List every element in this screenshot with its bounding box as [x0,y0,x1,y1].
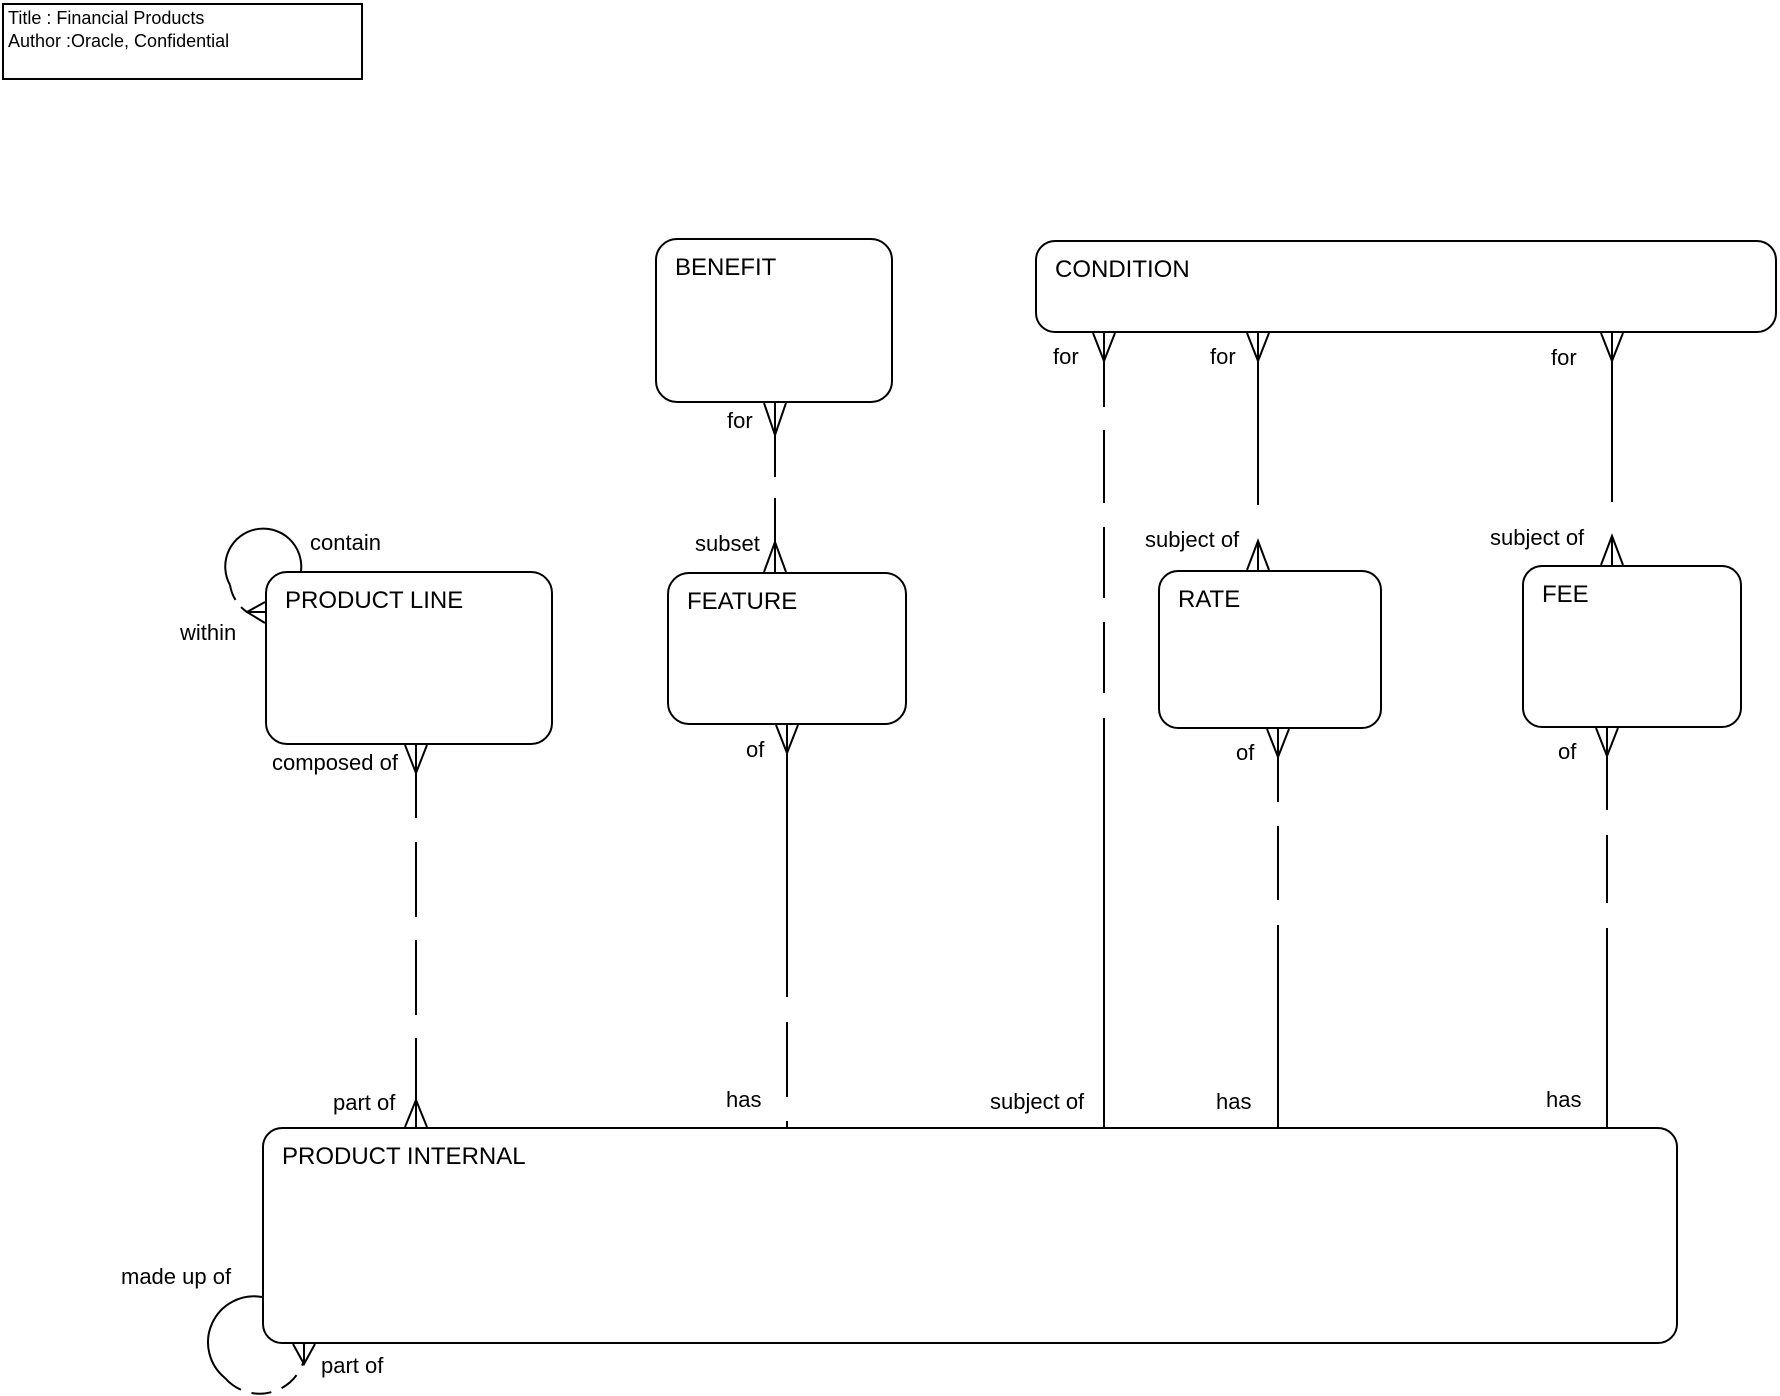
crow-foot [1266,728,1290,760]
relationship-feature-product-internal[interactable] [775,724,799,1127]
label-condition-for-2: for [1210,344,1236,369]
relationship-condition-product-internal[interactable] [1092,332,1116,1127]
loop-arc [224,1362,304,1395]
relationship-fee-product-internal[interactable] [1595,727,1619,1127]
diagram-title-block: Title : Financial Products Author :Oracl… [2,3,363,80]
entity-product-line-name: PRODUCT LINE [285,587,464,614]
relationship-product-internal-self[interactable] [207,1295,316,1395]
label-product-internal-has-feature: has [726,1087,762,1112]
entity-rate-name: RATE [1178,586,1241,613]
label-fee-of: of [1558,739,1577,764]
relationship-condition-fee[interactable] [1600,332,1624,566]
crow-foot [404,1097,428,1128]
entity-feature[interactable]: FEATURE [667,572,907,725]
label-product-internal-subject-of: subject of [990,1089,1085,1114]
relationship-product-line-product-internal[interactable] [404,744,428,1128]
label-product-line-contain: contain [310,530,381,555]
label-product-internal-self-part-of: part of [321,1353,384,1378]
crow-foot [1246,538,1270,571]
crow-foot [763,402,787,439]
crow-foot [1092,332,1116,364]
label-rate-subject-of: subject of [1145,527,1240,552]
loop-arc [207,1295,263,1379]
crow-foot [1246,332,1270,364]
entity-condition[interactable]: CONDITION [1035,240,1777,333]
label-product-internal-has-fee: has [1546,1087,1582,1112]
entity-product-internal-name: PRODUCT INTERNAL [282,1143,526,1170]
entity-rate[interactable]: RATE [1158,570,1382,729]
crow-foot [1595,727,1619,759]
relationship-product-line-self[interactable] [224,527,303,624]
loop-arc [224,527,303,586]
crow-foot [775,724,799,756]
label-product-internal-has-rate: has [1216,1089,1252,1114]
label-rate-of: of [1236,740,1255,765]
entity-fee[interactable]: FEE [1522,565,1742,728]
label-feature-of: of [746,737,765,762]
entity-product-internal[interactable]: PRODUCT INTERNAL [262,1127,1678,1344]
label-product-internal-made-up-of: made up of [121,1264,232,1289]
label-fee-subject-of: subject of [1490,525,1585,550]
relationship-benefit-feature[interactable] [763,402,787,573]
diagram-author: Author :Oracle, Confidential [8,31,230,51]
label-condition-for-3: for [1551,345,1577,370]
entity-product-line[interactable]: PRODUCT LINE [265,571,553,745]
label-product-line-within: within [180,620,237,645]
entity-feature-name: FEATURE [687,588,798,615]
label-benefit-for: for [727,408,753,433]
crow-foot [404,744,428,776]
crow-foot [1600,332,1624,364]
entity-condition-name: CONDITION [1055,256,1190,283]
crow-foot [763,539,787,573]
diagram-title: Title : Financial Products [8,8,205,28]
entity-benefit-name: BENEFIT [675,254,777,281]
loop-arc [229,584,248,613]
entity-benefit[interactable]: BENEFIT [655,238,893,403]
label-product-line-composed-of: composed of [272,750,398,775]
label-condition-for-1: for [1053,344,1079,369]
crow-foot [1600,533,1624,566]
relationship-condition-rate[interactable] [1246,332,1270,571]
entity-fee-name: FEE [1542,581,1589,608]
label-feature-subset: subset [695,531,760,556]
label-product-internal-part-of: part of [333,1090,396,1115]
relationship-rate-product-internal[interactable] [1266,728,1290,1127]
